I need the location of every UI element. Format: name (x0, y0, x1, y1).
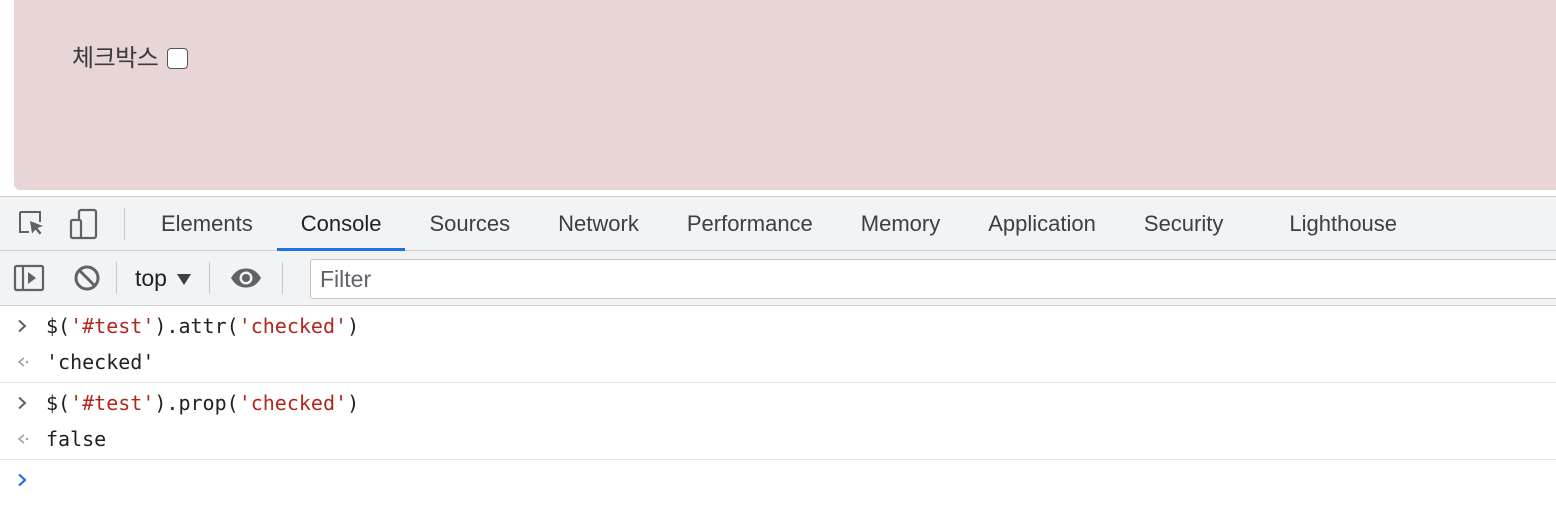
console-input-line: $('#test').prop('checked') (0, 385, 1556, 421)
test-checkbox[interactable] (167, 48, 189, 69)
devtools-tabbar: Elements Console Sources Network Perform… (0, 196, 1556, 251)
chevron-right-icon (0, 319, 46, 333)
tab-security[interactable]: Security (1143, 210, 1224, 236)
filter-input[interactable] (310, 259, 1556, 299)
caret-down-icon (176, 273, 191, 285)
tabbar-divider (124, 207, 125, 240)
inspect-element-icon[interactable] (16, 208, 48, 240)
console-prompt[interactable] (0, 460, 1556, 500)
toolbar-divider (281, 262, 283, 294)
checkbox-label: 체크박스 (72, 44, 159, 72)
toolbar-divider (208, 262, 210, 294)
devtools-panel: Elements Console Sources Network Perform… (0, 196, 1556, 518)
result-text[interactable]: 'checked' (46, 350, 155, 374)
result-arrow-icon (0, 355, 46, 369)
prompt-chevron-icon (0, 473, 46, 487)
chevron-right-icon (0, 396, 46, 410)
tab-elements[interactable]: Elements (161, 210, 253, 236)
result-arrow-icon (0, 432, 46, 446)
result-text[interactable]: false (46, 427, 107, 451)
tab-application[interactable]: Application (988, 210, 1096, 236)
console-result-line: 'checked' (0, 344, 1556, 380)
context-label: top (135, 264, 167, 291)
show-sidebar-icon[interactable] (0, 264, 58, 292)
console-toolbar: top (0, 251, 1556, 306)
device-toolbar-icon[interactable] (68, 208, 100, 240)
inspected-page: 체크박스 (14, 0, 1556, 190)
checkbox-row: 체크박스 (72, 38, 189, 73)
tab-sources[interactable]: Sources (429, 210, 511, 236)
tab-console[interactable]: Console (276, 197, 406, 251)
context-selector[interactable]: top (117, 265, 209, 292)
toolbar-divider (116, 262, 117, 294)
console-result-line: false (0, 421, 1556, 457)
tab-performance[interactable]: Performance (686, 210, 813, 236)
console-input-line: $('#test').attr('checked') (0, 308, 1556, 344)
tab-lighthouse[interactable]: Lighthouse (1289, 210, 1398, 236)
console-entry: $('#test').prop('checked') false (0, 383, 1556, 460)
clear-console-icon[interactable] (58, 264, 116, 292)
command-text[interactable]: $('#test').prop('checked') (46, 391, 360, 415)
tab-memory[interactable]: Memory (860, 210, 941, 236)
command-text[interactable]: $('#test').attr('checked') (46, 314, 360, 338)
tab-network[interactable]: Network (558, 210, 639, 236)
console-entry: $('#test').attr('checked') 'checked' (0, 306, 1556, 383)
devtools-tabs: Elements Console Sources Network Perform… (137, 197, 1421, 251)
eye-icon[interactable] (210, 267, 282, 289)
console-output: $('#test').attr('checked') 'checked' $('… (0, 306, 1556, 500)
